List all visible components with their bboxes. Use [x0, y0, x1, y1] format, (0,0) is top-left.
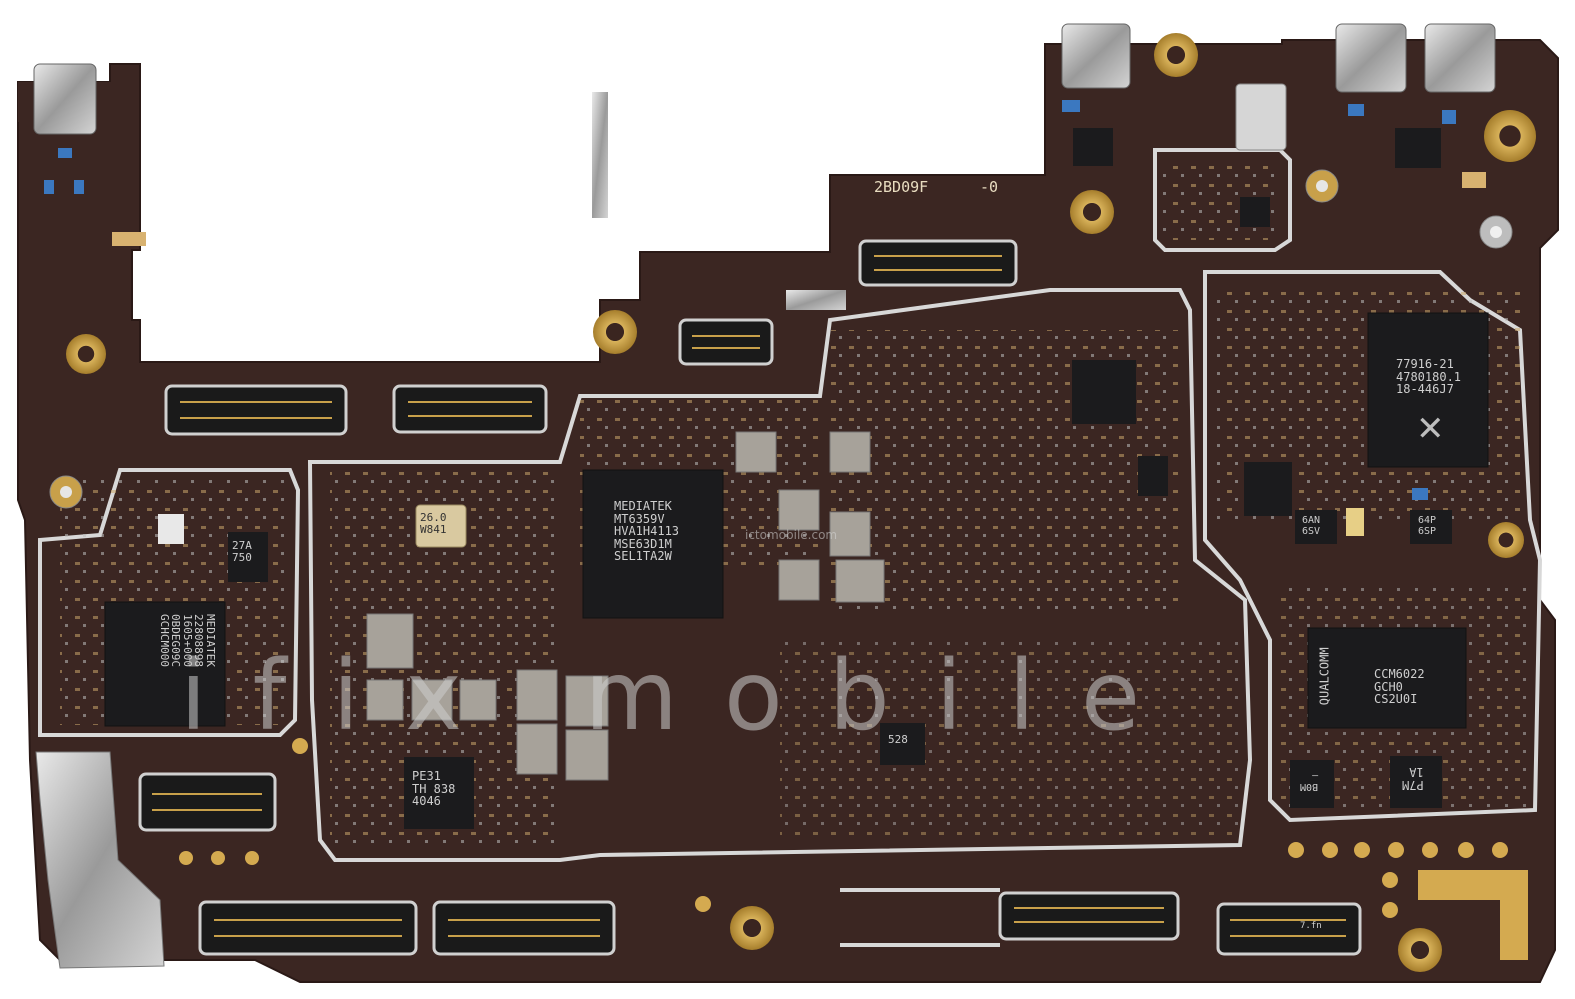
- crystal-line-2: W841: [420, 522, 447, 536]
- shield-center: [307, 288, 1253, 862]
- silkscreen-rev: -0: [980, 178, 999, 196]
- gold-bracket: [1418, 870, 1528, 960]
- gold-pad-row: [179, 738, 1508, 918]
- crystal-line-1: 26.0: [420, 511, 447, 524]
- passive-components: [44, 100, 1486, 544]
- pmic-line-3: HVA1H4113: [614, 524, 680, 539]
- chip-qualcomm: [1307, 627, 1467, 729]
- qualcomm-line-2: CCM6022: [1374, 667, 1425, 681]
- qualcomm-line-4: CS2U0I: [1374, 692, 1418, 707]
- crystal-top-right: [1235, 83, 1287, 151]
- pmic-line-4: MSE63D1M: [614, 536, 672, 551]
- chip-27a-line-2: 750: [232, 550, 252, 564]
- inductor-group: [366, 431, 885, 781]
- crystal-marking: 26.0 W841: [420, 512, 447, 535]
- chip-pe31-marking: PE31 TH 838 4046: [412, 770, 455, 808]
- pe31-line-1: PE31: [412, 769, 441, 783]
- chip-small-b: [1073, 128, 1113, 166]
- skyworks-line-3: 18-446J7: [1396, 382, 1454, 397]
- chip-27a: [228, 532, 268, 582]
- chip-small-d: [1138, 456, 1168, 496]
- chip-pmic-marking: MEDIATEK MT6359V HVA1H4113 MSE63D1M SEL1…: [614, 500, 679, 563]
- chip-pe31: [404, 757, 474, 829]
- pe31-line-2: TH 838: [412, 781, 456, 796]
- shield-bottom: [840, 888, 1000, 947]
- chip-p7m: [1390, 756, 1442, 808]
- chip-64p: [1410, 510, 1452, 544]
- mounting-holes: [66, 33, 1536, 972]
- chip-p7m-marking: P7M 1A: [1402, 765, 1424, 793]
- watermark-url: ictomobile.com: [745, 528, 838, 542]
- chip-mtk-left: [104, 601, 226, 727]
- pmic-line-2: MT6359V: [614, 511, 665, 526]
- metal-antenna-top: [592, 92, 608, 218]
- mtk-left-line-5: GCHCM000: [157, 614, 171, 667]
- connector-group: [138, 239, 1362, 956]
- chip-528-marking: 528: [888, 733, 908, 746]
- skyworks-line-1: 77916-21: [1396, 357, 1454, 371]
- chip-skyworks-marking: 77916-21 4780180.1 18-446J7: [1396, 358, 1461, 396]
- chip-sq1: [1072, 360, 1136, 424]
- chip-64p-marking: 64P 6SP: [1418, 515, 1437, 537]
- crystal: [415, 504, 467, 548]
- shield-top-right: [1153, 148, 1292, 252]
- chip-6an-marking: 6AN 6SV: [1302, 515, 1321, 537]
- chip-small-a: [1244, 462, 1292, 516]
- chip-small-e: [1240, 197, 1270, 227]
- bottom-connector-marking: 7.fn: [1300, 921, 1322, 931]
- pe31-line-3: 4046: [412, 794, 441, 809]
- skyworks-line-2: 4780180.1: [1396, 369, 1462, 384]
- skyworks-logo-icon: ✕: [1416, 409, 1445, 449]
- watermark-text: ifix mobile: [180, 640, 1187, 752]
- chip-pmic: [582, 469, 724, 619]
- chip-27a-marking: 27A 750: [232, 540, 252, 563]
- metal-bracket-left: [35, 751, 165, 969]
- chip-27a-line-1: 27A: [232, 539, 252, 552]
- pmic-line-1: MEDIATEK: [614, 499, 672, 513]
- silkscreen-id: 2BD09F: [874, 178, 929, 196]
- metal-clip: [786, 290, 846, 310]
- rf-modules: [33, 23, 1513, 509]
- chip-528: [880, 723, 925, 765]
- chip-b0m: [1290, 760, 1334, 808]
- qualcomm-brand: QUALCOMM: [1317, 647, 1332, 706]
- chip-skyworks: [1367, 312, 1489, 468]
- chip-small-c: [1395, 128, 1441, 168]
- chip-qualcomm-marking: CCM6022 GCH0 CS2U0I: [1374, 668, 1425, 706]
- qualcomm-line-3: GCH0: [1374, 679, 1403, 694]
- chip-6an: [1295, 510, 1337, 544]
- chip-b0m-marking: B0M —: [1300, 770, 1319, 793]
- pmic-line-5: SEL1TA2W: [614, 549, 672, 564]
